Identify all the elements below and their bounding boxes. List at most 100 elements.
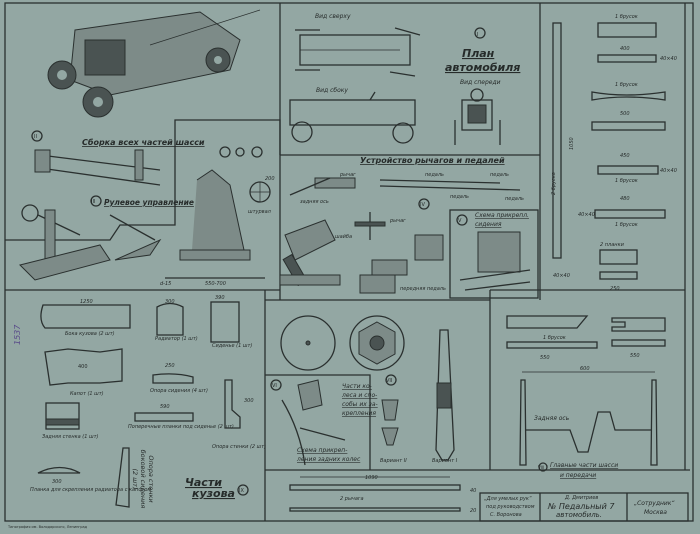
body-parts-panel: 1537 1250 Бока кузова (2 шт) Радиатор (1… <box>13 295 266 508</box>
printer-footer: Типография им. Володарского, Ленинград <box>7 525 88 529</box>
lumber-section: 40×40 <box>660 56 677 62</box>
sheet-title: автомобиль. <box>556 511 602 519</box>
lumber-label: 1 брусок <box>615 82 638 88</box>
lumber-dim: 500 <box>620 111 630 117</box>
steering-dim: 200 <box>265 176 275 182</box>
main-chassis-title: Главные части шасси <box>550 462 618 469</box>
rear-axle-label: Задняя ось <box>534 415 570 422</box>
lumber-label: 1 брусок <box>615 14 638 20</box>
part-label: Сиденье (1 шт) <box>212 343 252 349</box>
sheet-title: № Педальный 7 <box>547 502 615 511</box>
chassis-part-dim: 550 <box>630 353 640 359</box>
chassis-assembly-panel: II Сборка всех частей шасси <box>31 130 205 186</box>
levers-dim: 1090 <box>365 475 378 481</box>
series-label: под руководством <box>486 504 535 510</box>
city: Москва <box>644 509 667 516</box>
seat-mount-number: V <box>458 218 462 224</box>
rear-wheels-title: ления задних колес <box>296 456 361 463</box>
lever-label: педаль <box>450 194 469 200</box>
lumber-label: 2 планки <box>600 242 625 248</box>
plan-title-2: автомобиля <box>445 61 520 74</box>
levers-number: IV <box>420 202 425 208</box>
main-chassis-number: VIII <box>538 465 544 470</box>
wheel-parts-number: VII <box>386 378 392 384</box>
levers-pedals-panel: Устройство рычагов и педалей IV рычаг за… <box>279 156 531 294</box>
long-bar-label: 2 бруска <box>551 172 557 195</box>
part-label: Задняя стенка (1 шт) <box>42 434 98 440</box>
lever-label: шайба <box>335 234 352 240</box>
plan-title-1: План <box>462 47 495 60</box>
chassis-part-label: 1 брусок <box>543 335 566 341</box>
part-dim: 1250 <box>80 299 93 305</box>
part-label: Капот (1 шт) <box>70 391 104 397</box>
part-dim: 300 <box>52 479 62 485</box>
wheel-parts-panel: Части ко- леса и спо- собы их за- крепле… <box>270 315 458 466</box>
plan-number: I <box>477 32 478 38</box>
lever-label: передняя педаль <box>400 286 446 292</box>
lumber-dim: 480 <box>620 196 630 202</box>
steering-dim: 550-700 <box>205 281 226 287</box>
main-chassis-title: и передачи <box>560 472 596 479</box>
steering-dim: d-15 <box>160 281 171 287</box>
wheel-parts-title: собы их за- <box>342 401 378 408</box>
levers-strip: 1090 40 2 рычага 20 <box>289 475 476 514</box>
part-label: Поперечные планки под сиденье (2 шт) <box>128 424 234 430</box>
steering-wheel-label: штурвал <box>248 209 272 215</box>
long-bar-dim: 1050 <box>569 137 575 150</box>
panel-frames <box>4 2 694 522</box>
wheel-parts-title: Части ко- <box>342 383 372 390</box>
front-view-label: Вид спереди <box>460 79 501 86</box>
main-chassis-panel: 1 брусок 550 550 600 Задняя ось VIII Гла… <box>506 315 666 479</box>
part-label: Бока кузова (2 шт) <box>65 331 115 337</box>
plan-view-panel: Вид сверху Вид сбоку I План автомобиля В… <box>289 13 520 145</box>
part-label: Планка для скрепления радиатора с капото… <box>30 487 151 493</box>
lever-label: педаль <box>425 172 444 178</box>
top-view-label: Вид сверху <box>315 13 351 20</box>
chassis-assembly-title: Сборка всех частей шасси <box>82 137 205 147</box>
levers-title: Устройство рычагов и педалей <box>360 156 505 165</box>
variant-label: Вариант II <box>380 458 407 464</box>
body-parts-title: кузова <box>192 487 235 500</box>
levers-label: 2 рычага <box>340 496 364 502</box>
part-dim: 590 <box>160 404 170 410</box>
steering-number: III <box>91 199 95 205</box>
body-parts-title: Части <box>185 476 222 489</box>
lumber-label: 1 брусок <box>615 178 638 184</box>
wheel-parts-title: крепления <box>342 410 376 417</box>
lumber-dim: 400 <box>620 46 630 52</box>
part-dim: 400 <box>78 364 88 370</box>
steering-title: Рулевое управление <box>104 198 194 207</box>
lumber-dim: 250 <box>610 286 620 292</box>
lever-label: педаль <box>490 172 509 178</box>
wheel-parts-title: леса и спо- <box>341 392 377 399</box>
car-perspective-drawing <box>47 9 261 118</box>
seat-mount-title: Схема прикрепл. <box>475 212 529 219</box>
part-label: Радиатор (1 шт) <box>155 336 198 342</box>
long-bar-section: 40×40 <box>553 273 570 279</box>
lumber-label: 1 брусок <box>615 222 638 228</box>
steering-panel: штурвал 200 d-15 550-700 III Рулевое упр… <box>19 146 275 287</box>
part-dim: 250 <box>165 363 175 369</box>
lever-label: рычаг <box>339 172 356 178</box>
part-label: Опора стенки (2 шт) <box>212 444 266 450</box>
levers-dim: 20 <box>470 508 476 514</box>
body-parts-number: IX <box>239 488 244 494</box>
chassis-part-dim: 600 <box>580 366 590 372</box>
lumber-section: 40×40 <box>660 168 677 174</box>
series-label: „Для умелых рук“ <box>484 496 532 502</box>
levers-dim: 40 <box>470 488 476 494</box>
margin-note: 1537 <box>13 324 22 345</box>
lever-label: педаль <box>505 196 524 202</box>
part-dim: 300 <box>165 299 175 305</box>
lever-label: рычаг <box>389 218 406 224</box>
lumber-list-panel: 2 бруска 1050 40×40 1 брусок 400 40×40 1… <box>551 14 677 292</box>
publisher: „Сотрудник“ <box>634 500 675 507</box>
side-view-label: Вид сбоку <box>316 87 348 94</box>
rear-wheels-title: Схема прикреп- <box>297 447 347 454</box>
part-label: Опора сидения (4 шт) <box>150 388 208 394</box>
author: Д. Дмитриев <box>564 495 598 501</box>
chassis-part-dim: 550 <box>540 355 550 361</box>
part-label: Опора стенки боковой сидения (2 шт) <box>131 449 155 509</box>
title-block: „Для умелых рук“ под руководством С. Вор… <box>479 492 689 522</box>
